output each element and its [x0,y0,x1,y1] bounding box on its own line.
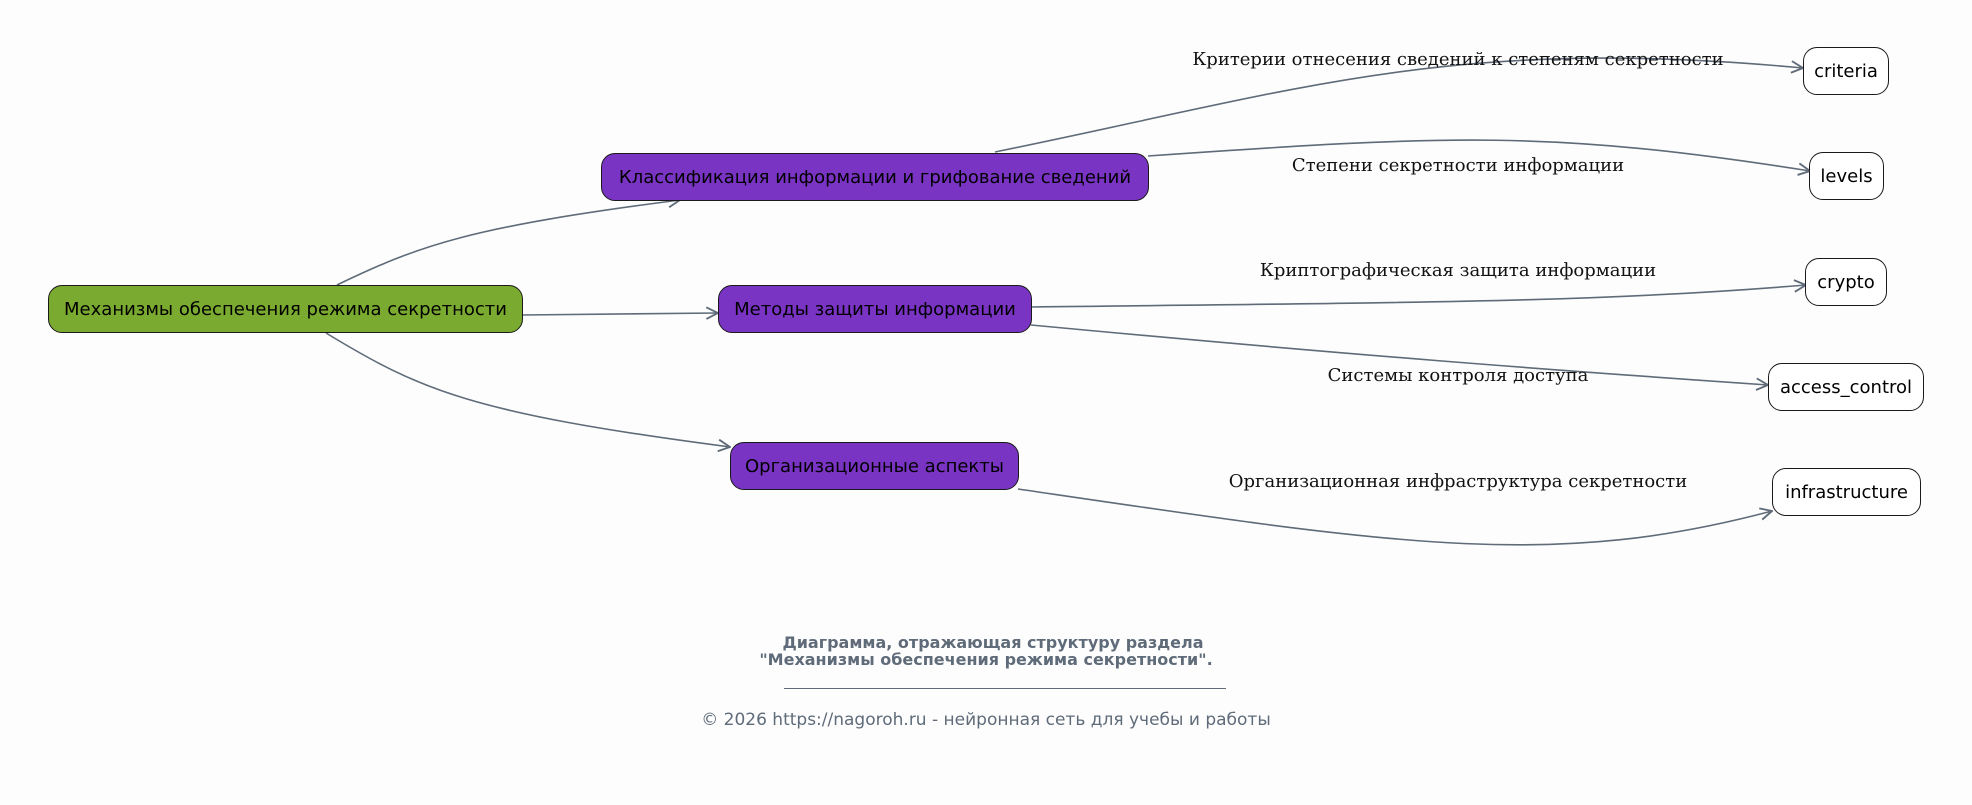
node-classification: Классификация информации и грифование св… [601,153,1149,201]
node-criteria: criteria [1803,47,1889,95]
caption-divider [784,688,1226,689]
node-criteria-label: criteria [1814,60,1878,82]
node-access-control-label: access_control [1779,376,1913,398]
edge-root-classification [336,200,680,286]
node-classification-label: Классификация информации и грифование св… [618,166,1132,188]
footer-copyright: © 2026 https://nagoroh.ru - нейронная се… [701,710,1271,730]
edge-organization-infrastructure [1017,488,1772,546]
node-infrastructure: infrastructure [1772,468,1921,516]
edge-classification-levels [1147,139,1810,171]
edge-root-methods [521,313,718,315]
node-crypto: crypto [1805,258,1887,306]
caption-line-1: Диаграмма, отражающая структуру раздела [782,633,1204,652]
node-organization: Организационные аспекты [730,442,1019,490]
node-organization-label: Организационные аспекты [745,455,1004,477]
node-access-control: access_control [1768,363,1924,411]
edge-label-infrastructure: Организационная инфраструктура секретнос… [1228,471,1688,492]
node-levels-label: levels [1820,165,1873,187]
node-levels: levels [1809,152,1884,200]
node-methods-label: Методы защиты информации [734,298,1016,320]
edge-classification-criteria [994,57,1803,153]
root-node: Механизмы обеспечения режима секретности [48,285,523,333]
edge-label-criteria: Критерии отнесения сведений к степеням с… [1192,49,1724,70]
edge-root-organization [325,332,730,447]
edge-methods-crypto [1030,285,1806,308]
edge-methods-access-control [1030,324,1768,385]
root-node-label: Механизмы обеспечения режима секретности [64,298,507,320]
node-infrastructure-label: infrastructure [1785,481,1908,503]
edge-label-crypto: Криптографическая защита информации [1259,260,1657,281]
edge-label-levels: Степени секретности информации [1291,155,1625,176]
node-methods: Методы защиты информации [718,285,1032,333]
caption-line-2: "Механизмы обеспечения режима секретност… [759,650,1213,669]
edge-label-access-control: Системы контроля доступа [1327,365,1589,386]
node-crypto-label: crypto [1817,271,1875,293]
